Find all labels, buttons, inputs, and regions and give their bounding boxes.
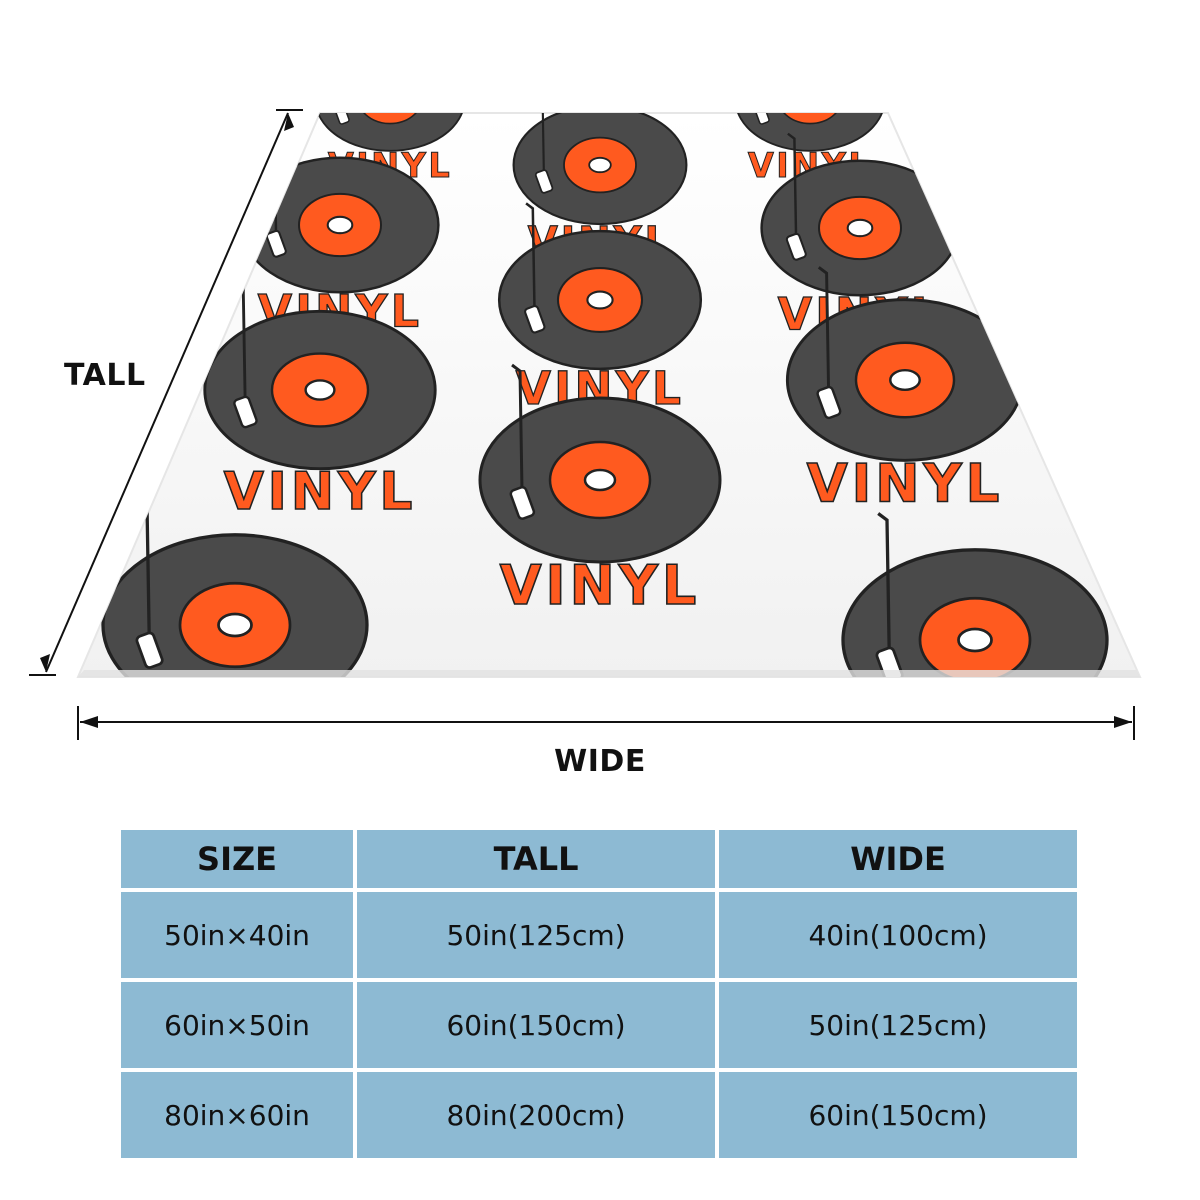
tonearm-icon	[525, 202, 536, 309]
stylus-head-icon	[509, 485, 536, 520]
vinyl-motif: VINYL	[497, 202, 703, 416]
table-row: 80in×60in 80in(200cm) 60in(150cm)	[121, 1072, 1077, 1158]
wide-dimension-arrow	[77, 706, 1135, 740]
spindle-hole-icon	[304, 379, 336, 401]
vinyl-record-icon	[314, 113, 466, 152]
vinyl-motif: VINYL	[785, 266, 1025, 515]
header-tall: TALL	[357, 830, 716, 888]
cell-tall: 50in(125cm)	[357, 892, 716, 978]
tonearm-icon	[511, 363, 524, 491]
record-label-icon	[358, 113, 422, 125]
stylus-head-icon	[785, 232, 807, 261]
wide-label: WIDE	[554, 744, 646, 779]
stylus-head-icon	[816, 385, 842, 420]
vinyl-motif: VINYL	[734, 29, 886, 185]
size-table: SIZE TALL WIDE 50in×40in 50in(125cm) 40i…	[117, 826, 1081, 1162]
vinyl-motif: VINYL	[478, 363, 722, 618]
cell-wide: 40in(100cm)	[719, 892, 1077, 978]
vinyl-word: VINYL	[500, 554, 701, 617]
vinyl-word: VINYL	[807, 454, 1004, 515]
tall-dimension-arrow	[29, 109, 303, 676]
vinyl-motif: VINYL	[841, 512, 1109, 677]
spindle-hole-icon	[801, 94, 820, 106]
cell-wide: 50in(125cm)	[719, 982, 1077, 1068]
vinyl-word: VINYL	[224, 462, 417, 522]
header-size: SIZE	[121, 830, 354, 888]
tall-label: TALL	[64, 358, 146, 393]
size-table-header-row: SIZE TALL WIDE	[121, 830, 1077, 888]
spindle-hole-icon	[588, 156, 612, 174]
spindle-hole-icon	[381, 94, 400, 106]
spindle-hole-icon	[889, 368, 921, 392]
blanket-edge	[78, 670, 1140, 677]
tonearm-icon	[535, 113, 545, 173]
spindle-hole-icon	[326, 215, 354, 235]
cell-size: 80in×60in	[121, 1072, 354, 1158]
vinyl-motif: VINYL	[203, 278, 437, 523]
stylus-head-icon	[333, 113, 350, 125]
spindle-hole-icon	[217, 612, 253, 638]
tonearm-icon	[817, 266, 831, 390]
tonearm-icon	[787, 132, 798, 237]
cell-wide: 60in(150cm)	[719, 1072, 1077, 1158]
stylus-head-icon	[534, 169, 554, 194]
stylus-head-icon	[524, 305, 546, 334]
stylus-head-icon	[233, 395, 258, 429]
tonearm-icon	[335, 29, 341, 107]
stylus-head-icon	[753, 113, 770, 125]
cell-size: 60in×50in	[121, 982, 354, 1068]
spindle-hole-icon	[846, 218, 874, 238]
cell-tall: 60in(150cm)	[357, 982, 716, 1068]
cell-size: 50in×40in	[121, 892, 354, 978]
tonearm-icon	[877, 512, 891, 652]
table-row: 60in×50in 60in(150cm) 50in(125cm)	[121, 982, 1077, 1068]
record-label-icon	[778, 113, 842, 125]
stylus-head-icon	[265, 229, 287, 258]
vinyl-record-icon	[734, 113, 886, 152]
spindle-hole-icon	[957, 627, 993, 653]
header-wide: WIDE	[719, 830, 1077, 888]
cell-tall: 80in(200cm)	[357, 1072, 716, 1158]
spindle-hole-icon	[583, 468, 617, 492]
spindle-hole-icon	[586, 290, 614, 310]
tonearm-icon	[755, 29, 761, 107]
stylus-head-icon	[135, 631, 164, 669]
table-row: 50in×40in 50in(125cm) 40in(100cm)	[121, 892, 1077, 978]
